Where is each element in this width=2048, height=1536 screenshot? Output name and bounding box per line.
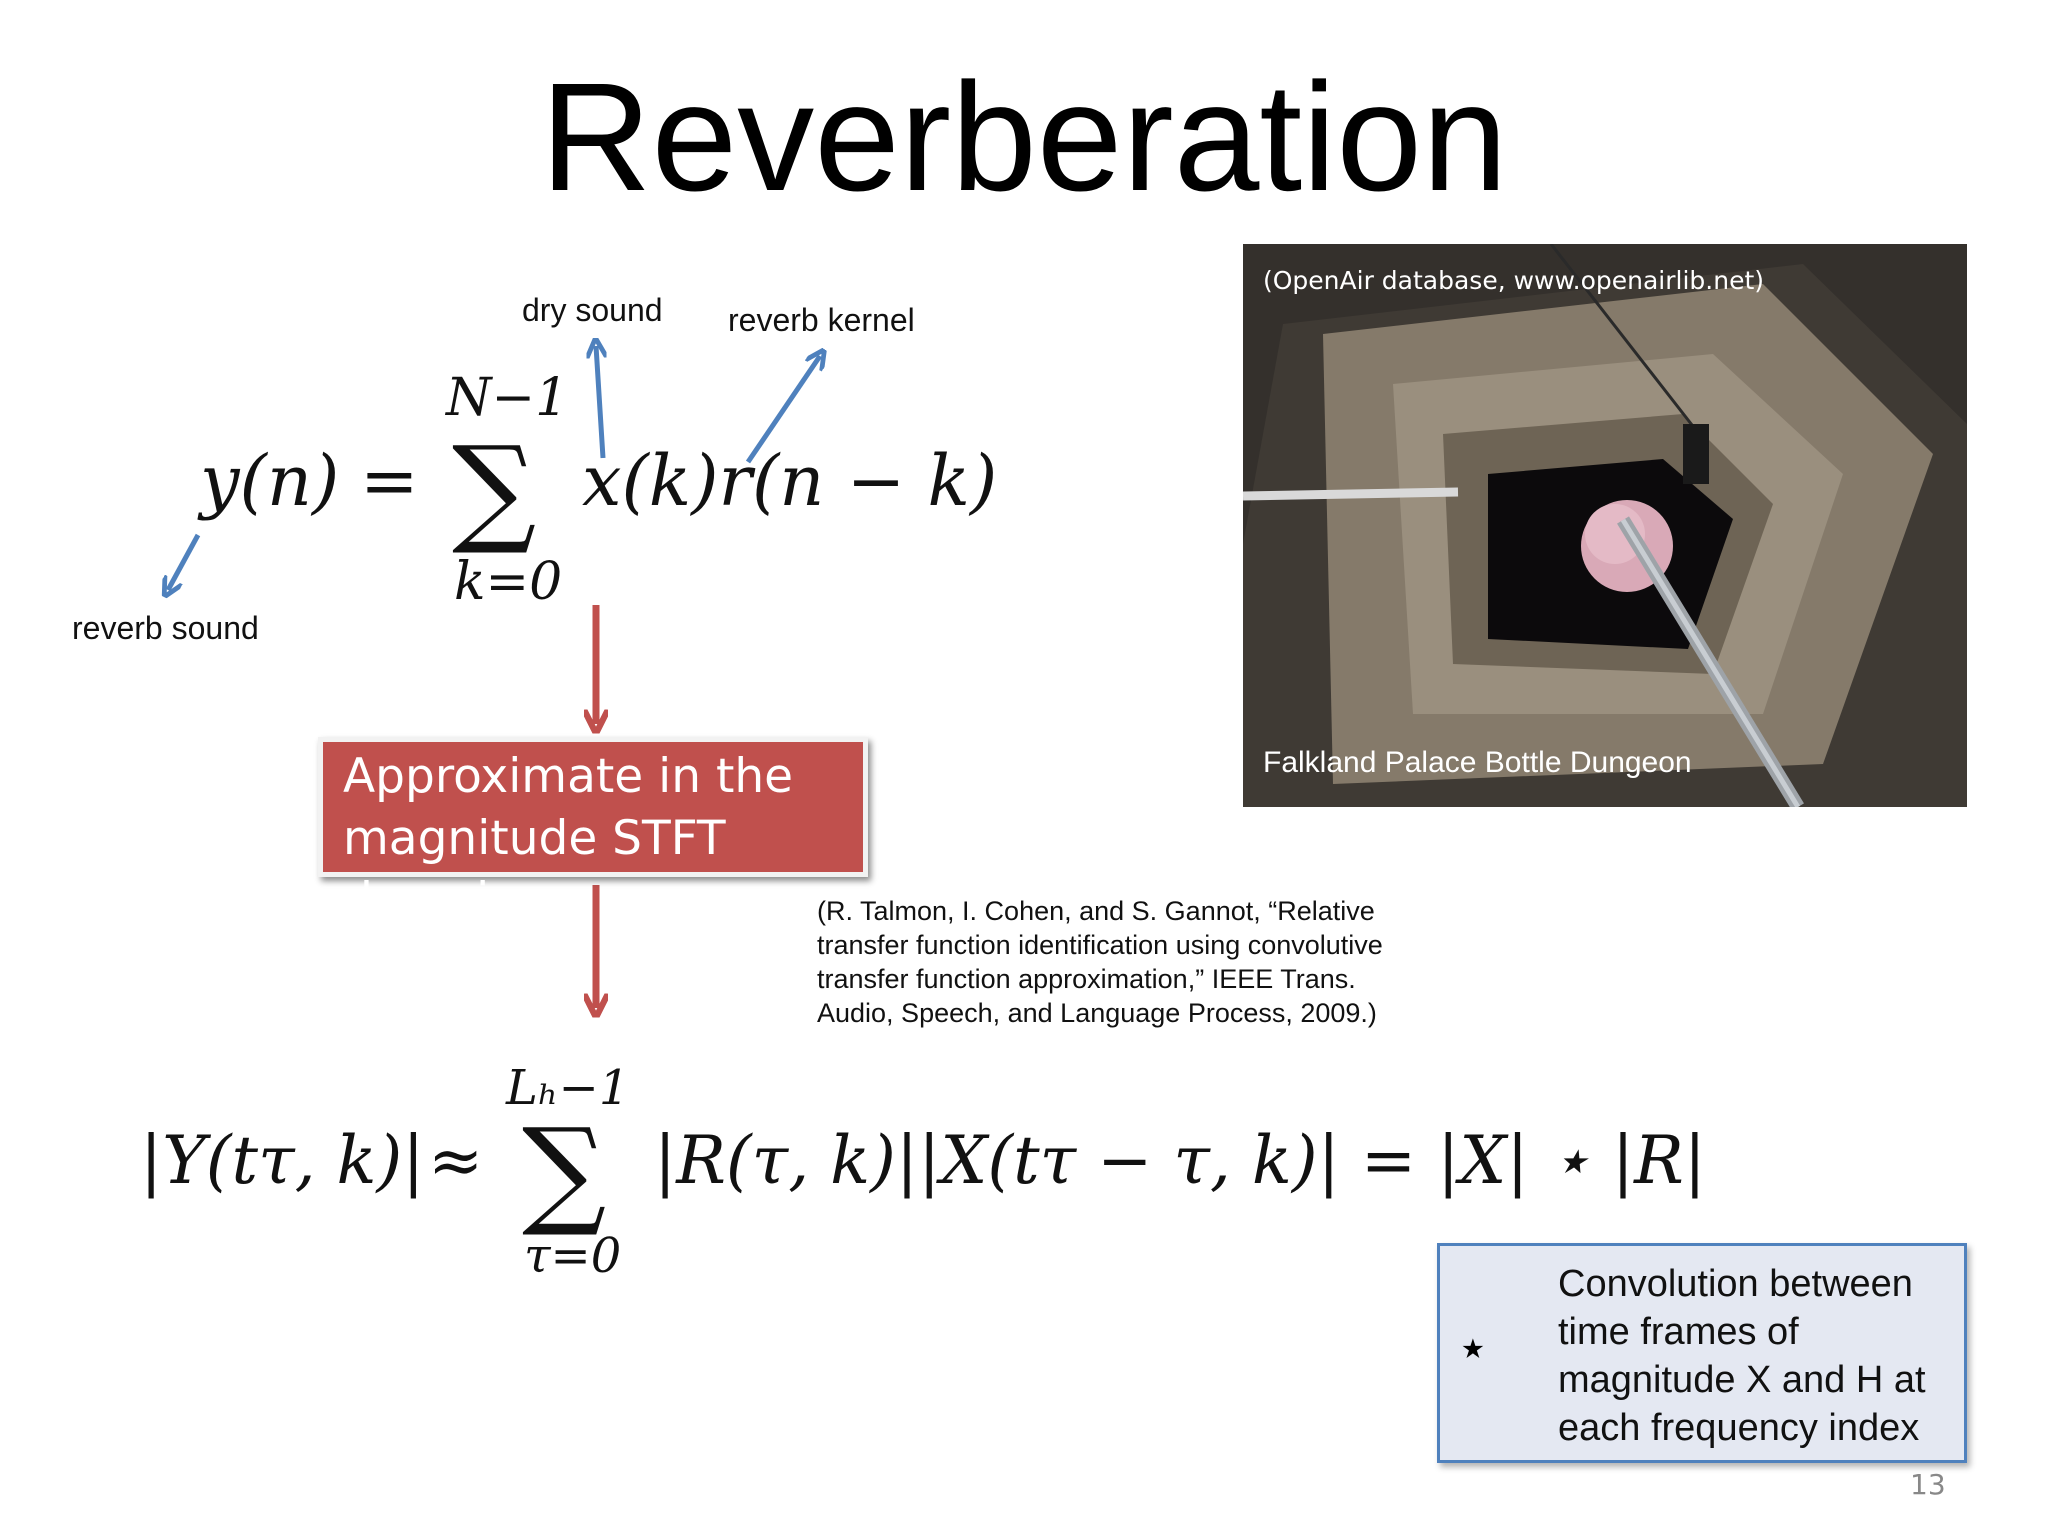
convolution-note-line: each frequency index bbox=[1558, 1407, 1920, 1449]
convolution-note-text: Convolution between time frames of magni… bbox=[1558, 1260, 1926, 1452]
photo-credit: (OpenAir database, www.openairlib.net) bbox=[1263, 266, 1765, 295]
reference-line: Audio, Speech, and Language Process, 200… bbox=[817, 998, 1377, 1028]
equation1-equals: = bbox=[360, 440, 419, 522]
equation2-sum-lower: τ=0 bbox=[524, 1228, 622, 1284]
convolution-note-line: time frames of bbox=[1558, 1311, 1799, 1353]
reverb-sound-label: reverb sound bbox=[72, 610, 259, 646]
equation2-rhs: |R(τ, k)||X(tτ − τ, k)| = |X| ⋆ |R| bbox=[654, 1122, 1707, 1199]
star-icon: ⋆ bbox=[1456, 1316, 1490, 1379]
equation2-sum-upper: Lₕ−1 bbox=[506, 1060, 630, 1116]
reference-line: (R. Talmon, I. Cohen, and S. Gannot, “Re… bbox=[817, 896, 1375, 926]
approximation-line-1: Approximate in the bbox=[343, 749, 794, 804]
equation2-approx: ≈ bbox=[428, 1122, 484, 1199]
dry-sound-arrow bbox=[596, 346, 603, 459]
convolution-note-line: magnitude X and H at bbox=[1558, 1359, 1926, 1401]
reference-line: transfer function approximation,” IEEE T… bbox=[817, 964, 1356, 994]
equation2-sum-symbol: ∑ bbox=[522, 1102, 607, 1240]
equation1-lhs: y(n) bbox=[200, 440, 340, 522]
reverb-kernel-arrow bbox=[745, 356, 820, 464]
photo-caption: Falkland Palace Bottle Dungeon bbox=[1263, 746, 1692, 779]
equation1-sum-upper: N−1 bbox=[446, 368, 569, 428]
reverb-sound-arrow bbox=[168, 533, 201, 590]
dungeon-photo-drawing bbox=[1243, 244, 1967, 807]
convolution-note-line: Convolution between bbox=[1558, 1263, 1913, 1305]
convolution-note-box: ⋆ Convolution between time frames of mag… bbox=[1437, 1243, 1967, 1463]
approximation-line-2: magnitude STFT domain bbox=[343, 811, 726, 928]
approximation-box: Approximate in the magnitude STFT domain bbox=[318, 737, 868, 928]
reference-line: transfer function identification using c… bbox=[817, 930, 1383, 960]
page-number: 13 bbox=[1910, 1468, 1946, 1501]
equation1-rhs: x(k)r(n − k) bbox=[582, 440, 998, 522]
reverb-kernel-label: reverb kernel bbox=[728, 302, 915, 338]
reference-citation: (R. Talmon, I. Cohen, and S. Gannot, “Re… bbox=[817, 894, 1383, 1030]
equation1-sum-lower: k=0 bbox=[454, 552, 563, 612]
dungeon-photo: (OpenAir database, www.openairlib.net) F… bbox=[1243, 244, 1967, 807]
equation1-sum-symbol: ∑ bbox=[452, 420, 537, 558]
dry-sound-label: dry sound bbox=[522, 292, 663, 328]
equation2-lhs: |Y(tτ, k)| bbox=[140, 1122, 425, 1199]
slide-title: Reverberation bbox=[540, 51, 1508, 223]
